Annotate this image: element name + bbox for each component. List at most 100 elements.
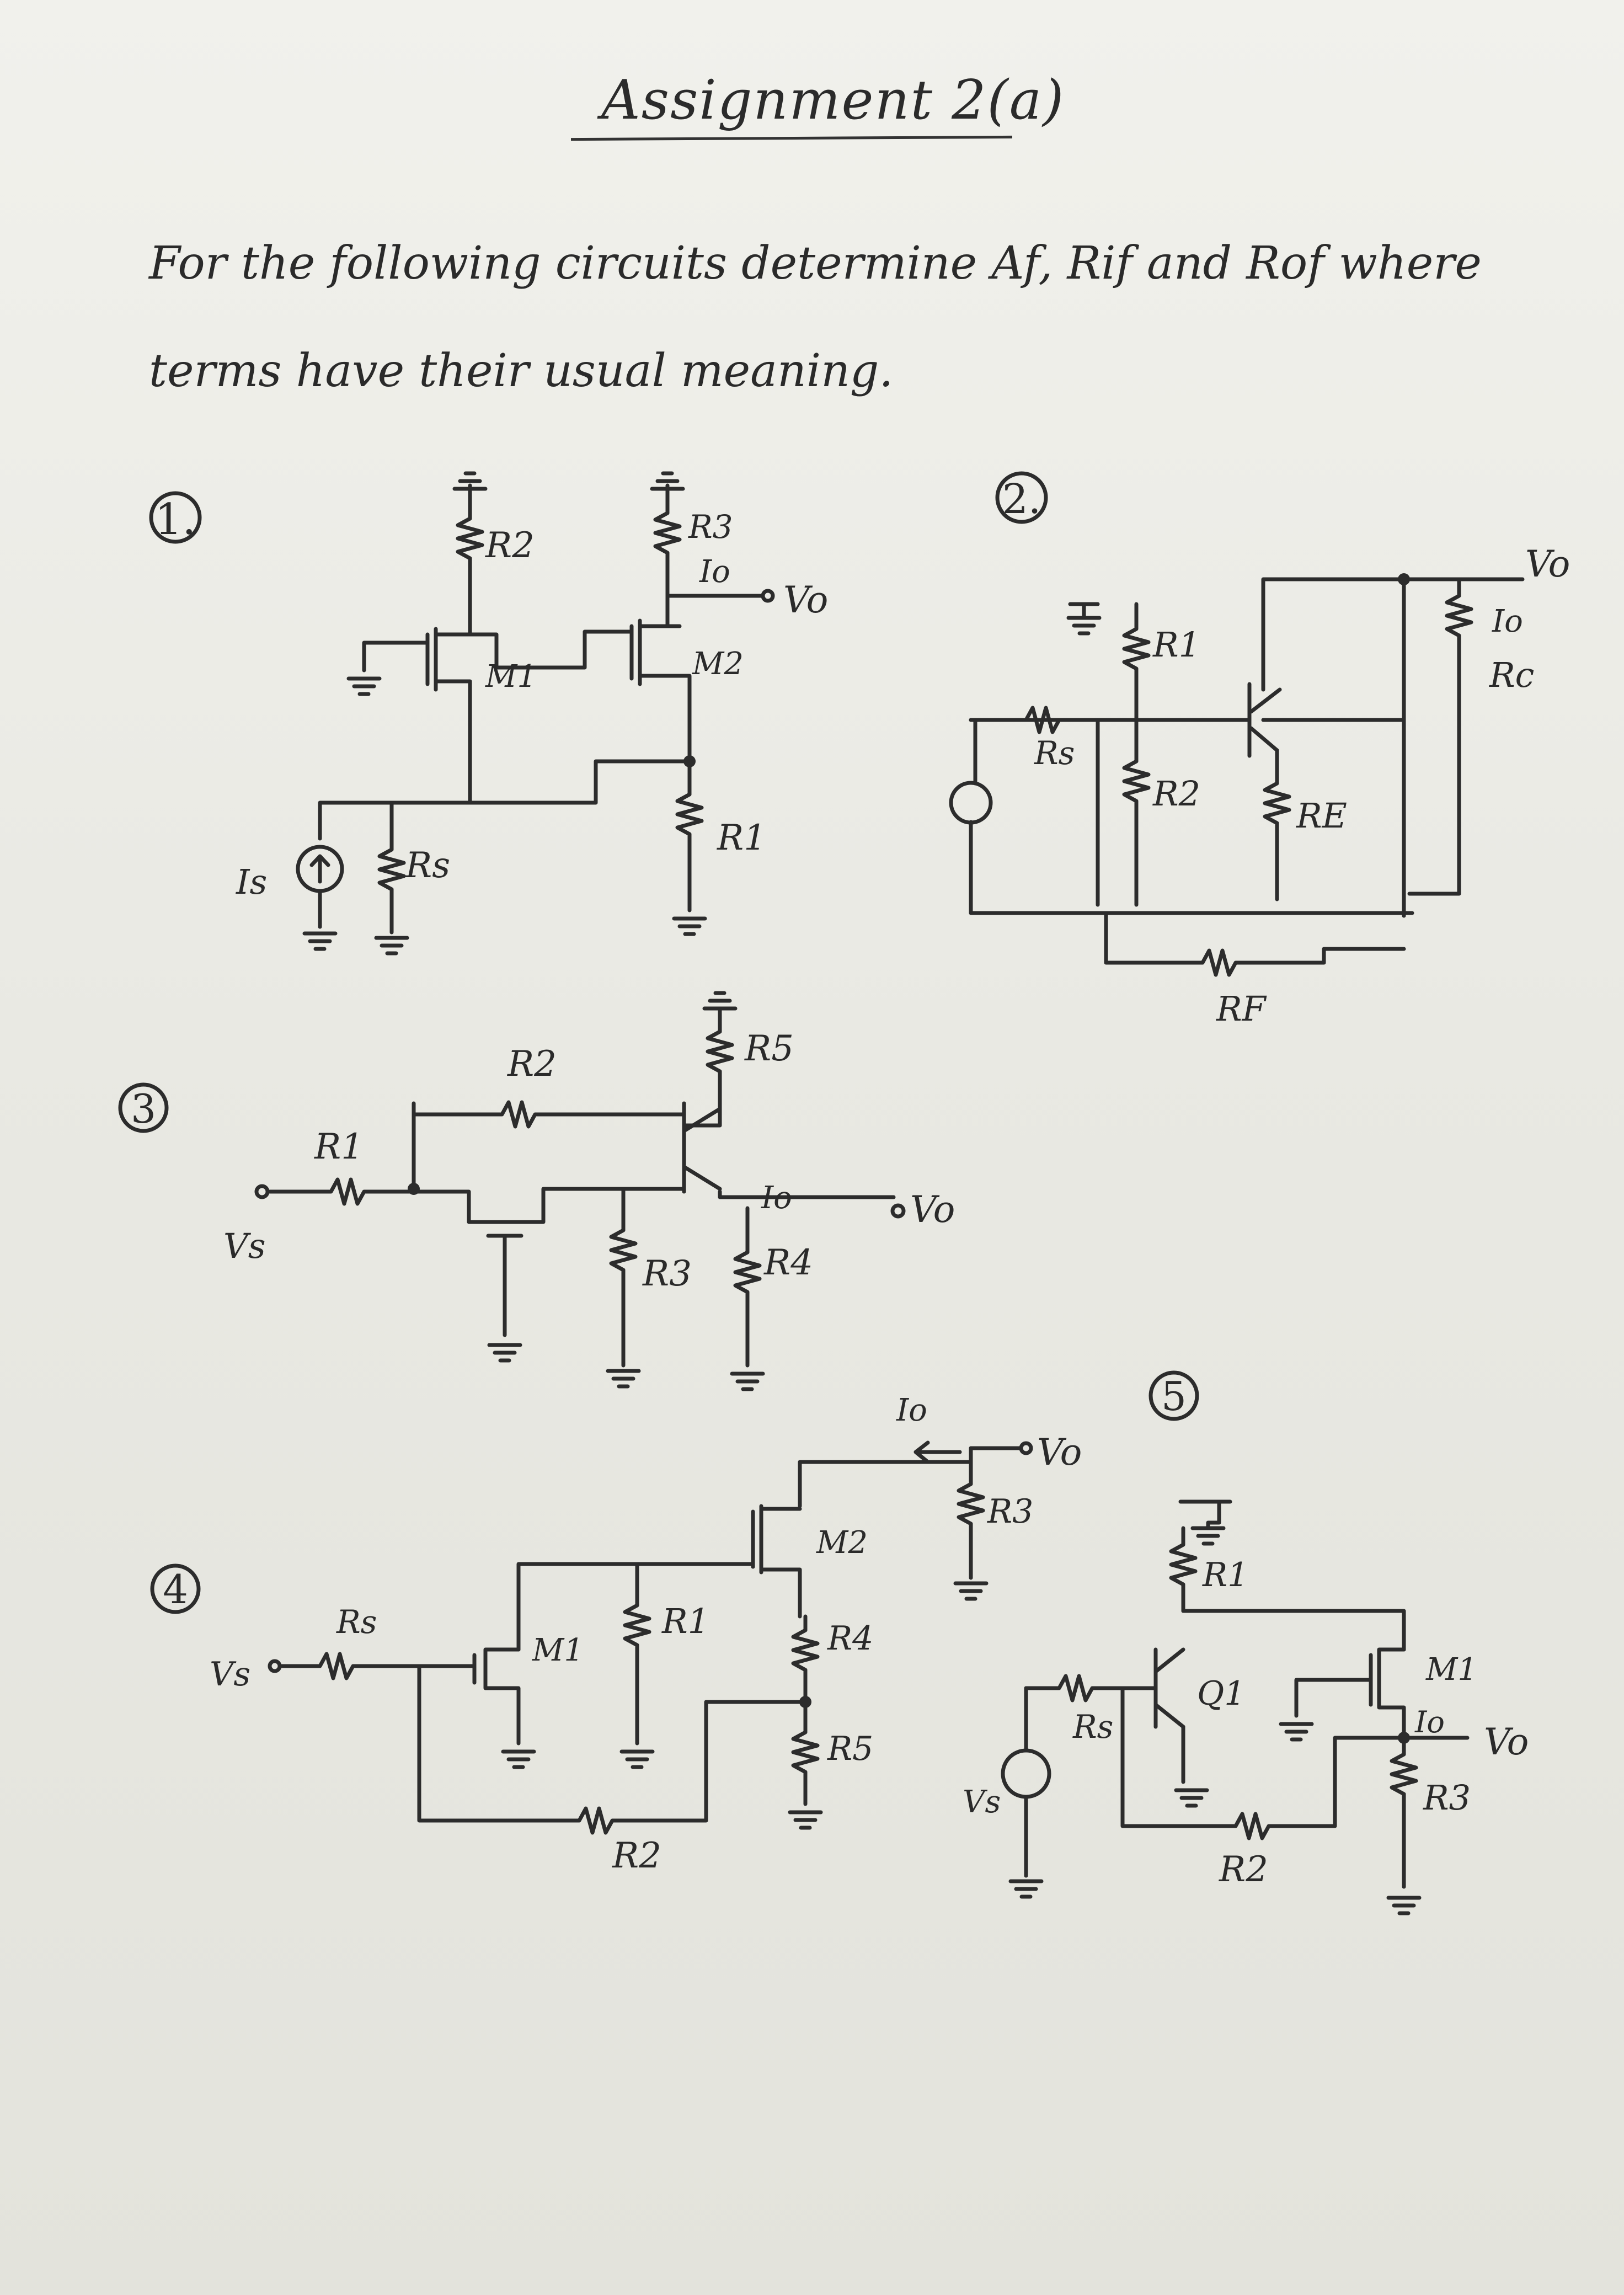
circuit-5-number: 5 [1161, 1373, 1187, 1419]
label-Io-3: Io [761, 1180, 792, 1216]
label-R4-3: R4 [763, 1242, 813, 1283]
circuit-2-number: 2. [1002, 476, 1041, 523]
circuit-2: 2. Vo Io Rc R1 Rs R2 RE RF [949, 471, 1570, 1029]
label-Is: Is [236, 862, 267, 902]
label-R2-2: R2 [1152, 773, 1200, 814]
r3-resistor-5 [1390, 1736, 1418, 1889]
m2-transistor-4 [751, 1504, 802, 1619]
circuit-3: 3 R5 R2 R1 Io Vo Vs R3 R4 [118, 993, 955, 1389]
r3-resistor [653, 483, 682, 628]
m1-transistor-5 [1369, 1647, 1406, 1740]
r3-resistor-4 [957, 1446, 985, 1580]
label-Vo-2: Vo [1525, 543, 1570, 585]
label-R5: R5 [744, 1028, 794, 1069]
r4-resistor-4 [791, 1614, 820, 1704]
re-resistor [1263, 748, 1291, 901]
bjt-q1 [1153, 1647, 1185, 1729]
assignment-title: Assignment 2(a) [601, 69, 1065, 132]
label-Vs-5: Vs [963, 1784, 1001, 1820]
r3-resistor-3 [609, 1187, 638, 1368]
label-M1: M1 [485, 659, 537, 695]
label-R3: R3 [688, 508, 733, 546]
label-M2-4: M2 [816, 1525, 868, 1561]
vs-source-5 [1001, 1748, 1051, 1799]
rc-resistor [1407, 577, 1473, 896]
m2-transistor [629, 618, 692, 764]
label-RF: RF [1216, 989, 1267, 1029]
label-R2-3: R2 [507, 1044, 557, 1085]
label-R1-3: R1 [314, 1127, 364, 1167]
label-Rs: Rs [405, 845, 450, 886]
r2-resistor-4 [417, 1664, 808, 1835]
r1-resistor-2 [1122, 602, 1151, 719]
r2-resistor-3 [412, 1100, 686, 1129]
label-R2: R2 [485, 525, 535, 566]
rf-resistor [1104, 911, 1406, 977]
label-M1-4: M1 [532, 1632, 584, 1668]
label-Vs-4: Vs [210, 1655, 250, 1694]
label-R5-4: R5 [827, 1730, 873, 1768]
label-Io-2: Io [1492, 604, 1523, 639]
m1-transistor-4 [472, 1647, 521, 1746]
label-Rs-5: Rs [1072, 1708, 1113, 1746]
label-Rs-2: Rs [1034, 734, 1075, 772]
vo-terminal-4 [1019, 1441, 1033, 1455]
label-R3-3: R3 [642, 1253, 692, 1294]
circuit-2-number-circle [995, 471, 1048, 524]
circuit-4-number: 4 [163, 1566, 188, 1613]
circuit-5-number-circle [1148, 1370, 1199, 1421]
label-Io-5: Io [1414, 1705, 1445, 1739]
instruction-text: For the following circuits determine Af,… [149, 237, 1482, 397]
label-R4-4: R4 [827, 1619, 873, 1658]
bjt-q-circuit-3 [682, 1101, 722, 1194]
label-Vo-3: Vo [910, 1188, 955, 1231]
circuit-4-number-circle [150, 1563, 201, 1614]
r2-resistor-5 [1120, 1686, 1406, 1840]
rs-resistor-5 [1024, 1674, 1158, 1702]
label-Rs-4: Rs [336, 1603, 377, 1641]
label-Vo: Vo [783, 579, 828, 621]
r1-resistor-4 [623, 1562, 651, 1746]
label-R3-4: R3 [987, 1492, 1033, 1531]
circuit-1: 1. R2 R3 [149, 473, 828, 953]
label-M1-5: M1 [1425, 1652, 1477, 1688]
label-M2: M2 [692, 646, 744, 682]
label-Vs-3: Vs [223, 1226, 266, 1266]
vo-terminal-1 [761, 589, 775, 603]
r4-resistor [733, 1206, 762, 1368]
label-R1-4: R1 [661, 1601, 709, 1641]
label-Io: Io [699, 554, 730, 590]
label-R1: R1 [717, 818, 766, 858]
label-R1-5: R1 [1202, 1556, 1248, 1594]
r5-resistor-4 [791, 1700, 820, 1806]
r1-resistor-3 [265, 1177, 686, 1224]
label-Rc: Rc [1489, 655, 1534, 695]
label-RE: RE [1296, 796, 1347, 836]
circuit-1-number-circle [149, 491, 202, 544]
vo-terminal-3 [890, 1203, 906, 1219]
r1-resistor-5 [1169, 1526, 1198, 1613]
label-Vo-4: Vo [1037, 1431, 1082, 1474]
circuit-1-number: 1. [155, 495, 196, 545]
label-Io-4: Io [896, 1392, 927, 1428]
r2-resistor [456, 483, 484, 637]
rs-resistor [377, 800, 406, 935]
label-R2-5: R2 [1219, 1849, 1268, 1890]
vs-source-2 [949, 781, 993, 825]
circuit-3-number-circle [118, 1082, 169, 1133]
label-R3-5: R3 [1423, 1778, 1471, 1818]
circuit-3-number: 3 [131, 1086, 156, 1132]
r5-resistor [682, 1007, 734, 1128]
r1-resistor [675, 759, 704, 912]
label-R2-4: R2 [612, 1835, 661, 1876]
label-R1-2: R1 [1152, 625, 1200, 665]
m1-transistor [425, 627, 472, 786]
rs-resistor-2 [1024, 706, 1061, 734]
label-Q1: Q1 [1197, 1674, 1245, 1713]
r2-resistor-2 [1096, 715, 1151, 907]
circuit-5: 5 R1 M1 Rs Q1 Io Vo Vs R3 [963, 1370, 1529, 1913]
circuit-4: 4 Io Vo R3 M2 Rs R1 R4 V [150, 1392, 1082, 1876]
label-Vo-5: Vo [1484, 1721, 1529, 1763]
